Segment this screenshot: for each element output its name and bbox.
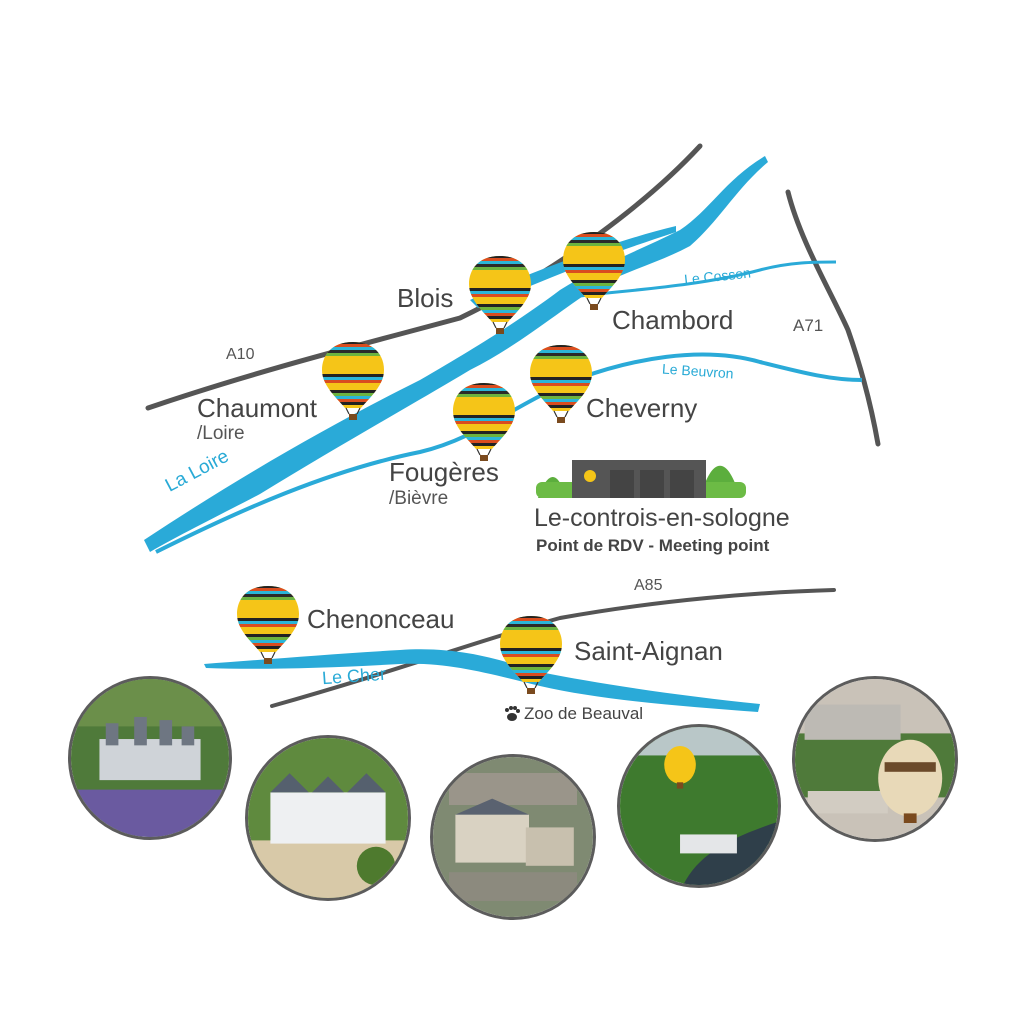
town-sublabel-chaumont: /Loire [197, 423, 245, 444]
meeting-point-building-icon [536, 460, 746, 498]
blois-chateau-photo [430, 754, 596, 920]
town-label-chambord: Chambord [612, 305, 734, 335]
paw-icon [505, 706, 520, 721]
cheverny-chateau-photo [245, 735, 411, 901]
river-cosson [579, 260, 837, 298]
town-label-fougeres: Fougères [389, 457, 499, 487]
balloon-marker-chenonceau [236, 584, 300, 664]
road-a71 [785, 189, 881, 447]
road-label-a71: A71 [793, 316, 824, 335]
balloon-marker-fougeres [452, 381, 516, 461]
town-label-blois: Blois [397, 283, 454, 313]
town-label-chaumont: Chaumont [197, 393, 317, 423]
meeting-point-caption: Point de RDV - Meeting point [536, 536, 770, 555]
chenonceau-balloon-photo [617, 724, 781, 888]
town-label-saint-aignan: Saint-Aignan [574, 636, 723, 666]
river-loire [144, 156, 768, 552]
river-label-cher: Le Cher [321, 663, 387, 689]
road-label-a10: A10 [226, 346, 255, 363]
road-a10 [145, 143, 703, 411]
town-label-cheverny: Cheverny [586, 393, 698, 423]
chaumont-balloon-photo [792, 676, 958, 842]
meeting-point-name: Le-controis-en-sologne [534, 504, 790, 532]
road-a85 [270, 588, 836, 708]
road-label-a85: A85 [634, 577, 663, 594]
town-sublabel-fougeres: /Bièvre [389, 488, 449, 509]
chambord-chateau-photo [68, 676, 232, 840]
zoo-label: Zoo de Beauval [524, 704, 644, 723]
balloon-marker-cheverny [529, 343, 593, 423]
town-label-chenonceau: Chenonceau [307, 604, 455, 634]
river-cher [204, 649, 760, 712]
